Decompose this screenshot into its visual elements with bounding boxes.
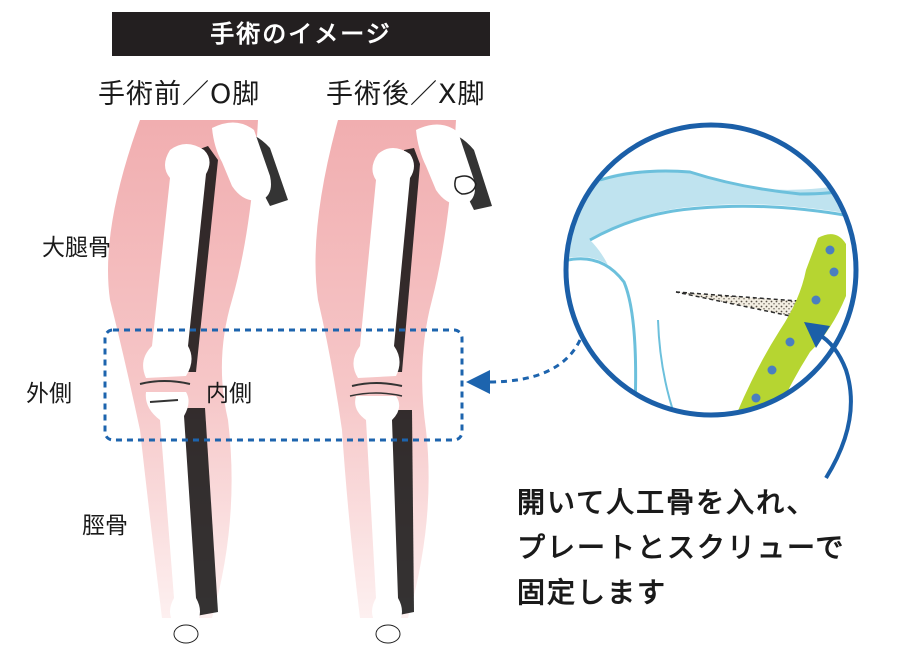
leg-after — [315, 120, 492, 644]
pelvis-after — [416, 124, 475, 205]
pointer-arrow-line — [816, 332, 853, 480]
screw-hole — [767, 365, 777, 375]
femur-label: 大腿骨 — [42, 235, 111, 261]
screw-hole — [811, 295, 821, 305]
callout-text: 開いて人工骨を入れ、 プレートとスクリューで 固定します — [517, 480, 845, 615]
callout-line-3: 固定します — [517, 576, 668, 609]
pelvis-before — [212, 122, 271, 201]
foot-bone-before — [173, 624, 199, 644]
screw-hole — [825, 245, 835, 255]
before-surgery-label: 手術前／O脚 — [98, 79, 261, 110]
knee-highlight-box — [103, 328, 464, 442]
diagram-title: 手術のイメージ — [210, 20, 392, 48]
connector-dashed-line — [487, 339, 582, 384]
tibia-after — [355, 396, 402, 624]
title-bar — [112, 12, 490, 56]
foot-bone-after — [375, 624, 401, 644]
femur-after — [353, 148, 414, 378]
bone-graft-wedge — [675, 291, 814, 319]
femur-before — [143, 144, 210, 378]
callout-line-1: 開いて人工骨を入れ、 — [517, 486, 817, 519]
connector-arrowhead — [466, 370, 490, 394]
tibia-label: 脛骨 — [82, 513, 128, 539]
lateral-label: 外側 — [26, 381, 72, 407]
pointer-arrowhead — [804, 322, 830, 348]
medial-label: 内側 — [206, 381, 252, 407]
fixation-plate — [730, 234, 846, 415]
zoom-circle-ring — [563, 122, 859, 418]
screw-hole — [829, 267, 839, 277]
screw-hole — [785, 337, 795, 347]
after-surgery-label: 手術後／X脚 — [326, 79, 486, 110]
screw-hole — [751, 393, 761, 403]
callout-line-2: プレートとスクリューで — [517, 531, 846, 564]
tibia-before — [145, 392, 200, 624]
leg-before — [108, 120, 288, 644]
zoom-circle — [563, 122, 859, 418]
